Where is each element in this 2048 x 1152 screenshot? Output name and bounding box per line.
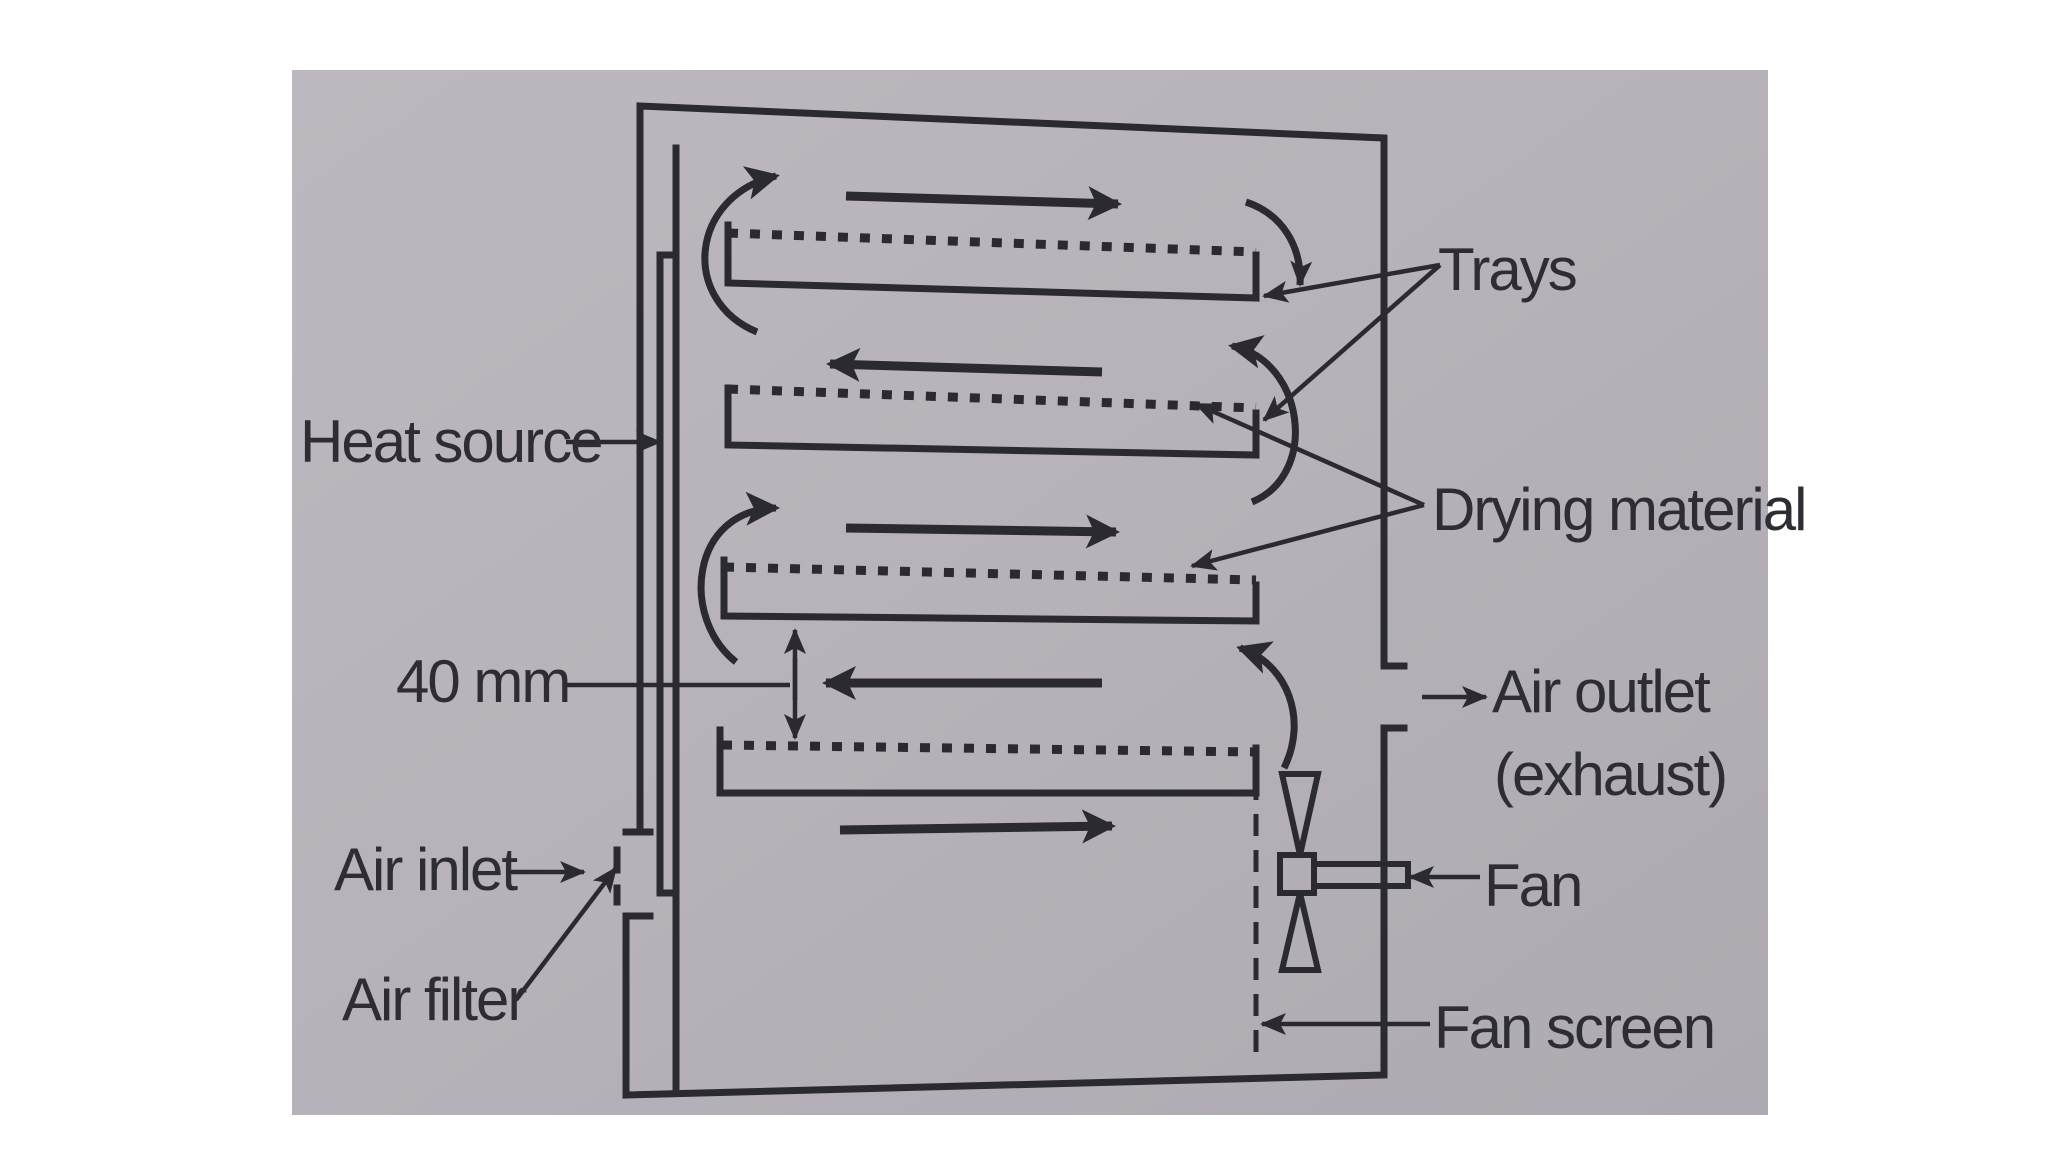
air-flow-arrows [822, 186, 1122, 844]
drying-material-layers [721, 228, 1257, 757]
turning-air-arrows [697, 166, 1313, 770]
label-fan-screen: Fan screen [1434, 994, 1714, 1061]
label-air-outlet: Air outlet [1492, 658, 1711, 725]
label-heat-source: Heat source [300, 408, 602, 475]
trays [716, 221, 1260, 797]
label-leaders [510, 262, 1488, 1035]
label-air-inlet: Air inlet [334, 836, 518, 903]
label-spacing: 40 mm [396, 648, 569, 715]
photo-background [292, 70, 1768, 1115]
label-drying-material: Drying material [1432, 476, 1805, 543]
spacing-dimension [566, 628, 806, 740]
label-fan: Fan [1484, 852, 1581, 919]
label-trays: Trays [1438, 236, 1576, 303]
label-air-outlet-exhaust: (exhaust) [1494, 741, 1726, 808]
label-air-filter: Air filter [342, 966, 526, 1033]
dryer-cabinet [613, 102, 1408, 1099]
